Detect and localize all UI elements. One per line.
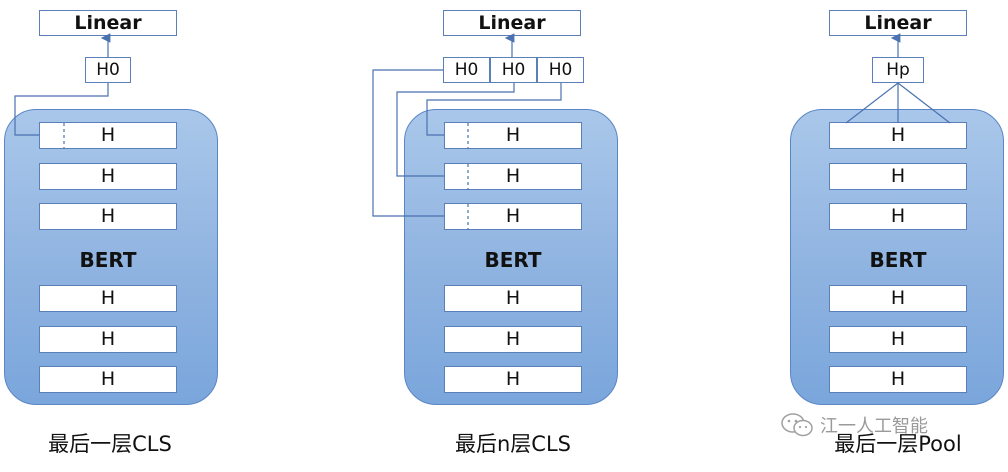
layer-box: H	[39, 366, 177, 393]
bert-encoder	[404, 109, 618, 405]
layer-box: H	[829, 163, 967, 190]
layer-box: H	[39, 326, 177, 353]
cls-head-box: H0	[537, 57, 584, 83]
layer-box: H	[444, 122, 582, 149]
panel-caption: 最后n层CLS	[454, 432, 571, 456]
layer-box: H	[39, 285, 177, 312]
linear-box: Linear	[39, 10, 177, 36]
pool-wire-left	[845, 82, 899, 124]
wechat-icon	[781, 413, 813, 437]
layer-box: H	[829, 203, 967, 230]
bert-label: BERT	[79, 248, 137, 272]
watermark: 江一人工智能	[780, 410, 980, 440]
bert-label: BERT	[484, 248, 542, 272]
layer-box: H	[39, 163, 177, 190]
pool-head-box: Hp	[872, 57, 924, 83]
bert-encoder	[4, 109, 218, 405]
layer-box: H	[444, 285, 582, 312]
layer-box: H	[444, 366, 582, 393]
wire-layer-1-to-head	[426, 83, 562, 136]
watermark-text: 江一人工智能	[820, 416, 928, 437]
bert-label: BERT	[869, 248, 927, 272]
wire-layer-3-to-head	[372, 69, 444, 217]
layer-box: H	[39, 122, 177, 149]
layer-box: H	[444, 203, 582, 230]
bert-encoder	[790, 109, 1004, 405]
cls-head-box: H0	[443, 57, 490, 83]
wire-cls-to-head	[14, 83, 109, 136]
layer-box: H	[829, 122, 967, 149]
layer-box: H	[829, 326, 967, 353]
layer-box: H	[444, 163, 582, 190]
panel-caption: 最后一层CLS	[48, 432, 172, 456]
layer-box: H	[39, 203, 177, 230]
wire-layer-2-to-head	[396, 83, 515, 177]
cls-head-box: H0	[85, 57, 131, 83]
pool-wire-right	[897, 82, 951, 124]
linear-box: Linear	[443, 10, 581, 36]
layer-box: H	[829, 285, 967, 312]
cls-head-box: H0	[490, 57, 537, 83]
layer-box: H	[829, 366, 967, 393]
layer-box: H	[444, 326, 582, 353]
panel-caption: 最后一层Pool	[834, 432, 962, 456]
